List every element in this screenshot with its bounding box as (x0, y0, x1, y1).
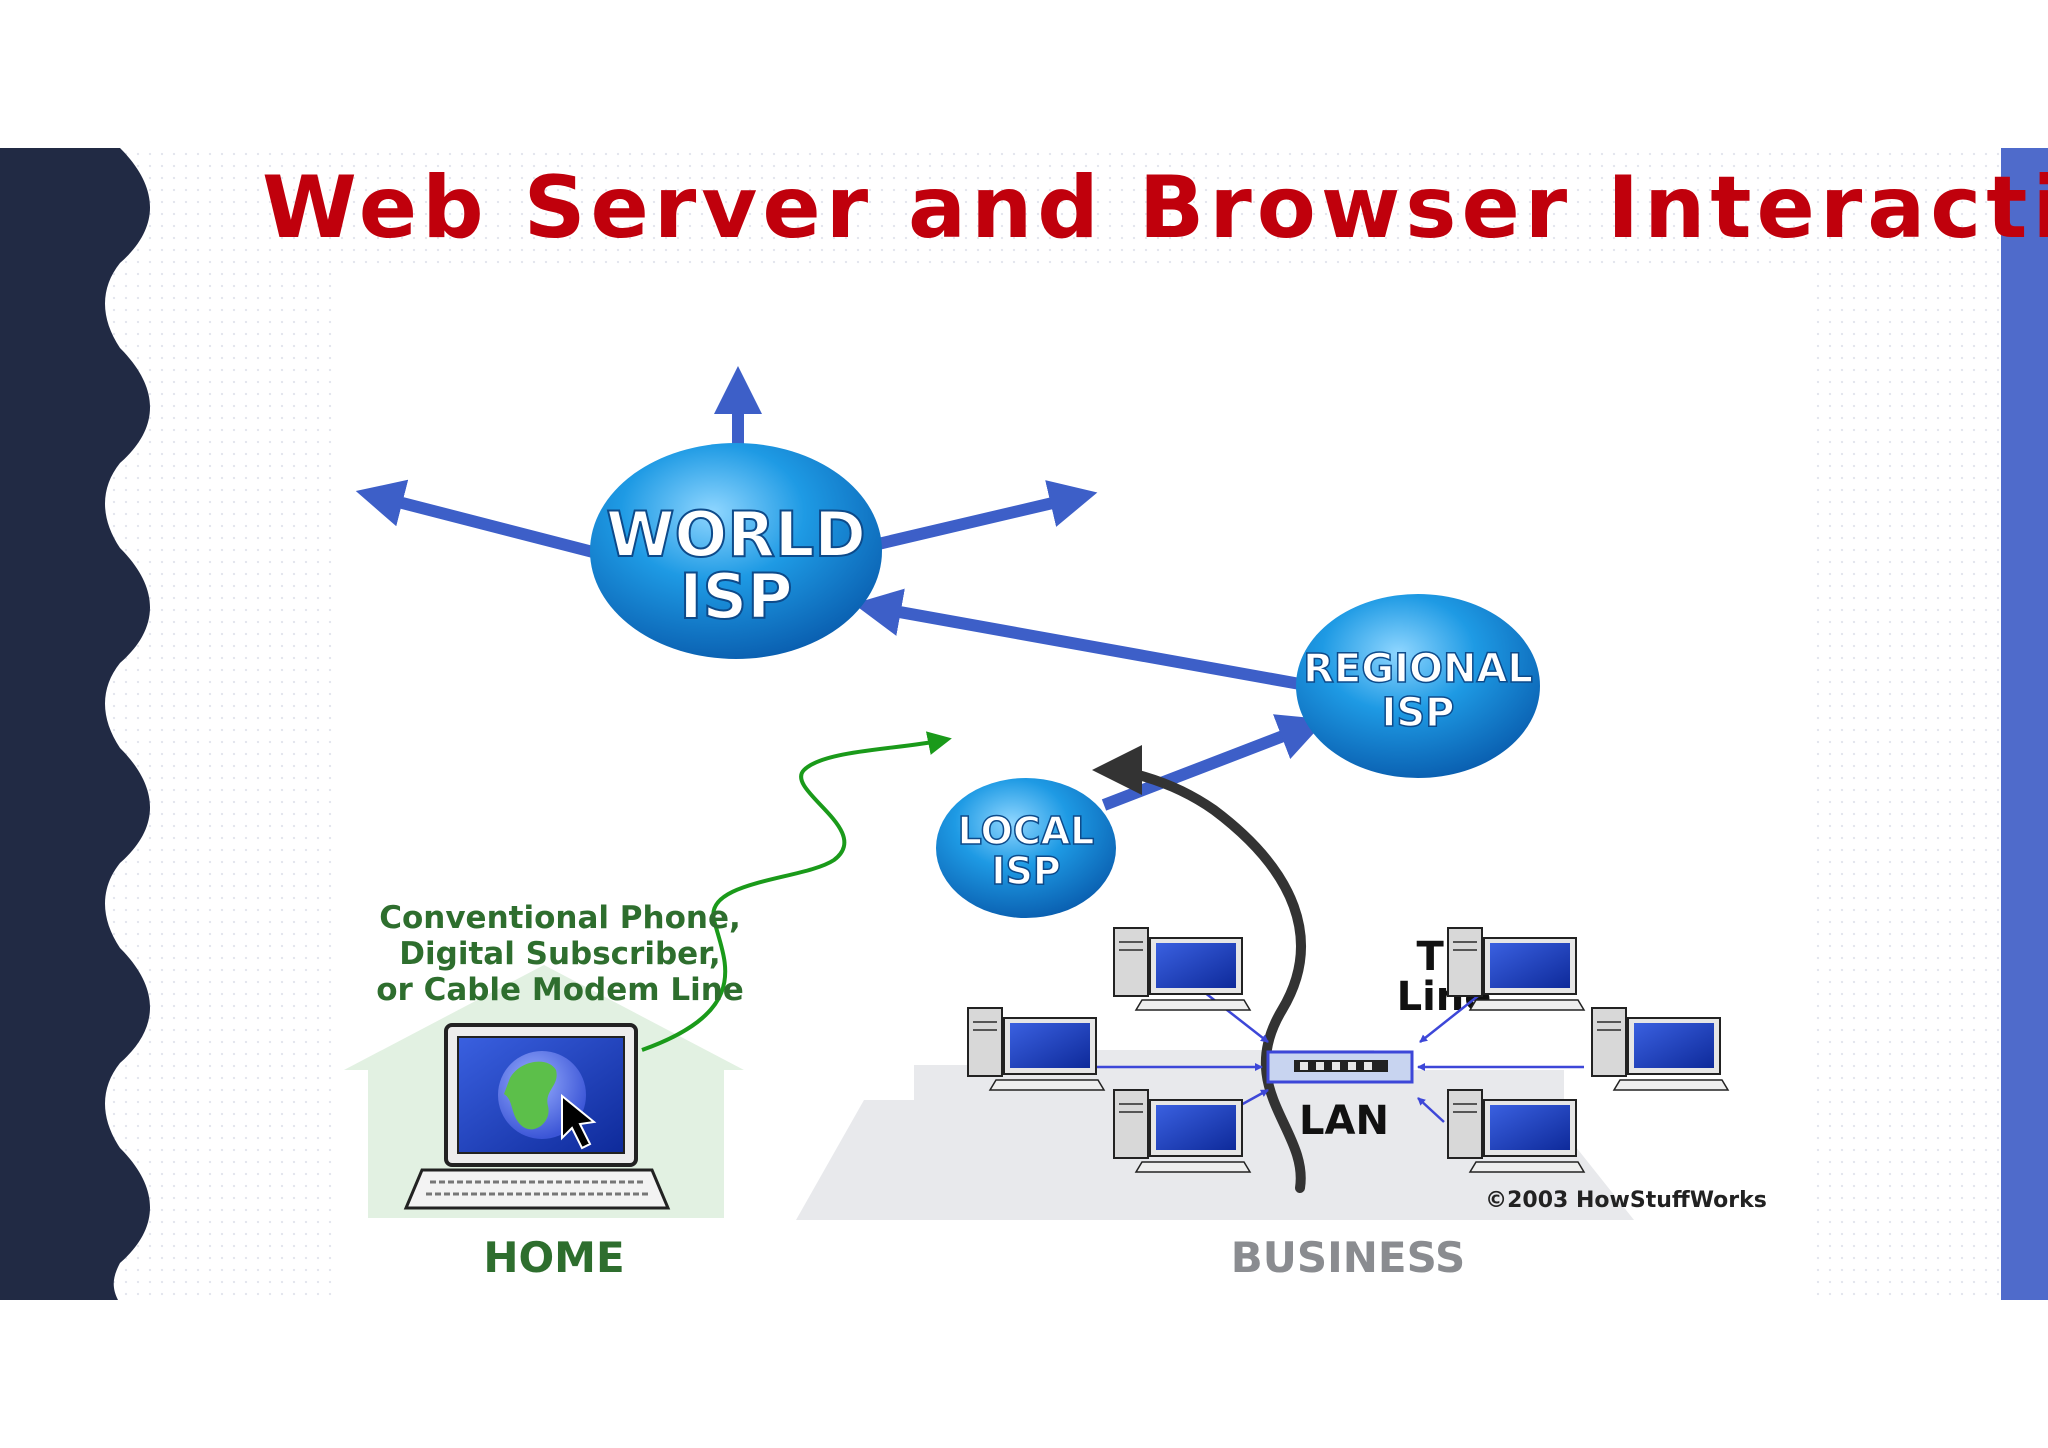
lan-label: LAN (1299, 1098, 1389, 1144)
connection-label-line1: Conventional Phone, (379, 900, 741, 936)
local-isp-label-line2: ISP (991, 849, 1060, 893)
slide-title: Web Server and Browser Interaction (262, 158, 2048, 258)
regional-isp-label-line1: REGIONAL (1303, 646, 1533, 692)
t1-line (1092, 745, 1306, 1193)
world-isp-node: WORLD ISP (590, 443, 882, 659)
connection-label-line2: Digital Subscriber, (399, 936, 720, 972)
workstation (1113, 1089, 1252, 1173)
local-isp-label-line1: LOCAL (958, 809, 1095, 853)
world-isp-label-line2: ISP (679, 560, 792, 633)
home-label: HOME (483, 1233, 624, 1282)
business-label: BUSINESS (1231, 1233, 1465, 1282)
connection-label-line3: or Cable Modem Line (376, 972, 744, 1008)
regional-isp-label-line2: ISP (1381, 690, 1454, 736)
local-isp-node: LOCAL ISP (936, 778, 1116, 918)
world-arrows (355, 366, 1327, 811)
regional-isp-node: REGIONAL ISP (1296, 594, 1540, 778)
business-workstations (967, 927, 1730, 1173)
connection-type-label: Conventional Phone, Digital Subscriber, … (376, 900, 744, 1008)
world-isp-label-line1: WORLD (606, 498, 866, 571)
workstation (1113, 927, 1252, 1011)
left-wave-band (0, 148, 150, 1300)
workstation (1447, 1089, 1586, 1173)
keyboard (403, 1168, 671, 1210)
workstation (1591, 1007, 1730, 1091)
network-diagram: WORLD ISP REGIONAL ISP LOCAL ISP Convent… (334, 270, 1814, 1300)
home-computer (403, 1023, 671, 1210)
lan-hub (1266, 1050, 1414, 1084)
copyright-notice: ©2003 HowStuffWorks (1485, 1188, 1767, 1213)
workstation (967, 1007, 1106, 1091)
right-accent-band (2001, 148, 2048, 1300)
cursor-icon (561, 1093, 597, 1150)
home-connection-line (641, 731, 952, 1052)
workstation (1447, 927, 1586, 1011)
slide: Web Server and Browser Interaction (0, 148, 2048, 1300)
